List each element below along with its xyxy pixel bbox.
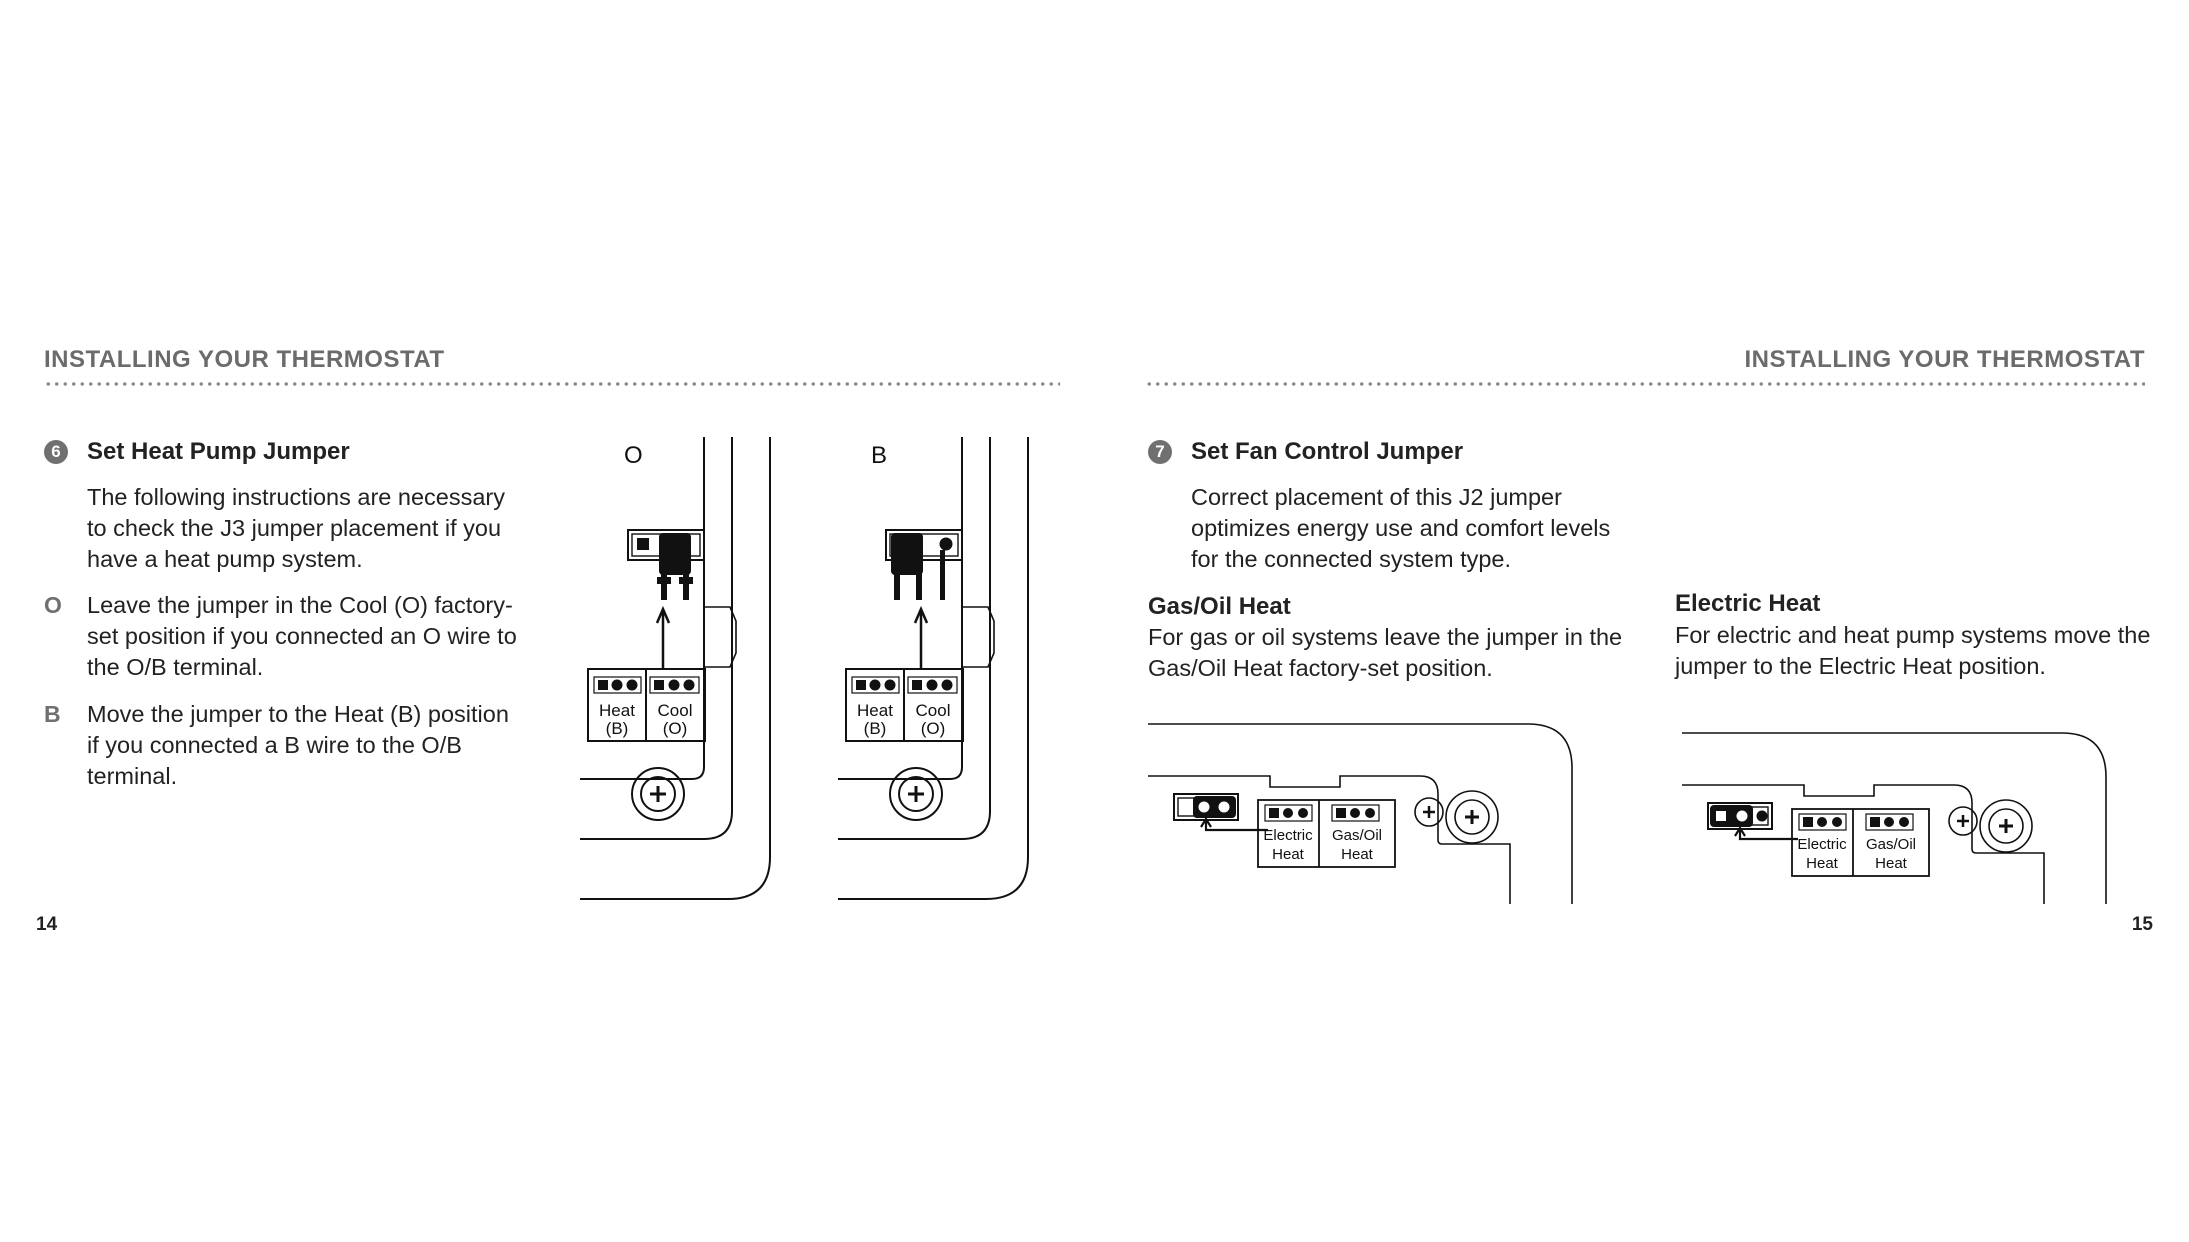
electric-heat-heading: Electric Heat xyxy=(1675,590,1821,617)
board-outline xyxy=(580,437,771,900)
screw-small-icon xyxy=(1948,806,1978,836)
cool-sub-label: (O) xyxy=(663,719,688,738)
board-outline xyxy=(580,437,733,840)
page-number-right: 15 xyxy=(2131,914,2153,935)
step-6-intro: The following instructions are necessary… xyxy=(87,484,505,572)
board-outline xyxy=(838,437,991,840)
board-edge xyxy=(704,606,737,668)
electric-heat-label: Heat xyxy=(1806,855,1839,872)
item-b-marker: B xyxy=(44,701,61,727)
gas-oil-text: For gas or oil systems leave the jumper … xyxy=(1148,624,1623,681)
heat-sub-label: (B) xyxy=(864,719,887,738)
item-b-text: Move the jumper to the Heat (B) position… xyxy=(87,701,509,789)
fan-legend-box: Electric Heat Gas/Oil Heat xyxy=(1257,799,1396,868)
j3-jumper xyxy=(627,529,705,600)
arrow-icon xyxy=(913,605,929,669)
electric-label: Electric xyxy=(1263,827,1313,844)
left-page-header: INSTALLING YOUR THERMOSTAT xyxy=(44,346,445,373)
cool-label: Cool xyxy=(916,701,951,720)
board-edge xyxy=(1682,784,2045,904)
diagram-o-label: O xyxy=(624,442,643,469)
board-outline xyxy=(1682,732,2107,904)
electric-heat-text: For electric and heat pump systems move … xyxy=(1675,622,2151,679)
cool-label: Cool xyxy=(658,701,693,720)
step-7-intro: Correct placement of this J2 jumper opti… xyxy=(1191,484,1611,572)
right-header-divider xyxy=(1145,382,2145,386)
step-6-badge: 6 xyxy=(44,440,68,464)
screw-icon xyxy=(631,767,685,821)
cool-sub-label: (O) xyxy=(921,719,946,738)
diagram-b-label: B xyxy=(871,442,887,469)
screw-icon xyxy=(1979,799,2033,853)
j2-jumper xyxy=(1707,802,1773,830)
j2-jumper xyxy=(1173,793,1239,821)
heat-label: Heat xyxy=(857,701,893,720)
gas-oil-heading: Gas/Oil Heat xyxy=(1148,593,1291,620)
jumper-legend-box: Heat (B) Cool (O) xyxy=(587,668,706,742)
screw-icon xyxy=(1445,790,1499,844)
board-outline xyxy=(838,437,1029,900)
page-number-left: 14 xyxy=(36,914,58,935)
j3-jumper xyxy=(885,529,963,600)
fan-jumper-diagram-gas-oil: Electric Heat Gas/Oil Heat xyxy=(1148,723,1573,904)
gas-oil-label: Gas/Oil xyxy=(1866,836,1916,853)
electric-heat-label: Heat xyxy=(1272,846,1305,863)
arrow-icon xyxy=(655,605,671,669)
board-edge xyxy=(838,437,963,780)
step-7-badge: 7 xyxy=(1148,440,1172,464)
left-header-divider xyxy=(44,382,1060,386)
jumper-diagram-b: B Heat (B) Cool (O) xyxy=(838,437,1029,900)
electric-label: Electric xyxy=(1797,836,1847,853)
item-o-marker: O xyxy=(44,592,62,618)
right-page-header: INSTALLING YOUR THERMOSTAT xyxy=(1744,346,2145,373)
board-edge xyxy=(962,606,995,668)
gas-oil-label: Gas/Oil xyxy=(1332,827,1382,844)
arrow-icon xyxy=(1734,825,1798,841)
arrow-icon xyxy=(1200,816,1268,832)
gas-oil-heat-label: Heat xyxy=(1875,855,1908,872)
jumper-legend-box: Heat (B) Cool (O) xyxy=(845,668,964,742)
board-edge xyxy=(1148,775,1511,904)
screw-small-icon xyxy=(1414,797,1444,827)
jumper-diagram-o: O Heat (B) Cool (O) xyxy=(580,437,771,900)
gas-oil-heat-label: Heat xyxy=(1341,846,1374,863)
board-outline xyxy=(1148,723,1573,904)
step-7-title: Set Fan Control Jumper xyxy=(1191,438,1464,465)
step-6-title: Set Heat Pump Jumper xyxy=(87,438,350,465)
heat-sub-label: (B) xyxy=(606,719,629,738)
item-o-text: Leave the jumper in the Cool (O) factory… xyxy=(87,592,517,680)
board-edge xyxy=(580,437,705,780)
fan-legend-box: Electric Heat Gas/Oil Heat xyxy=(1791,808,1930,877)
screw-icon xyxy=(889,767,943,821)
fan-jumper-diagram-electric: Electric Heat Gas/Oil Heat xyxy=(1682,732,2107,904)
heat-label: Heat xyxy=(599,701,635,720)
